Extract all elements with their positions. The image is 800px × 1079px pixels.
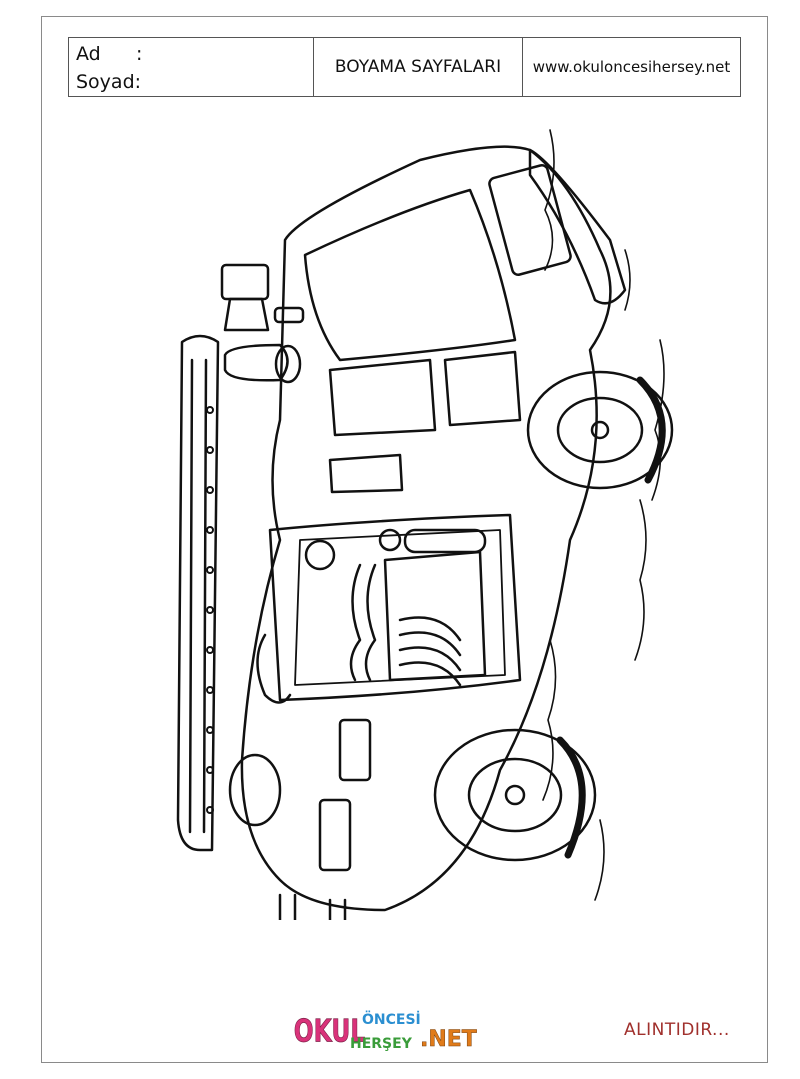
name-colon: : [136, 43, 143, 65]
ground-lines [542, 129, 665, 901]
logo-word-oncesi: ÖNCESİ [362, 1010, 421, 1028]
surname-label: Soyad: [76, 71, 142, 93]
logo-word-hersey: HERŞEY [350, 1036, 413, 1052]
logo-word-net: .NET [420, 1027, 477, 1052]
hose-reel [398, 616, 462, 687]
okuloncesi-logo: OKUL ÖNCESİ HERŞEY .NET [293, 1010, 477, 1052]
page-border [41, 16, 768, 1063]
truck-body [240, 145, 627, 912]
rear-wheel [433, 728, 597, 862]
siren [220, 263, 305, 332]
hose-coupling [349, 563, 377, 682]
beacon-light [223, 343, 302, 384]
logo-word-okul: OKUL [294, 1012, 365, 1049]
name-label: Ad [76, 43, 101, 65]
worksheet-header: Ad : Soyad: BOYAMA SAYFALARI www.okulonc… [68, 37, 741, 97]
page-title: BOYAMA SAYFALARI [314, 38, 523, 96]
name-cell: Ad : Soyad: [69, 38, 314, 96]
extinguisher [378, 528, 487, 554]
website-url: www.okuloncesihersey.net [532, 58, 731, 76]
ladder [176, 334, 220, 852]
credit-note: ALINTIDIR... [624, 1020, 730, 1040]
fire-truck-illustration [176, 129, 674, 920]
rear-compartments [228, 539, 372, 920]
front-wheel [526, 370, 674, 490]
